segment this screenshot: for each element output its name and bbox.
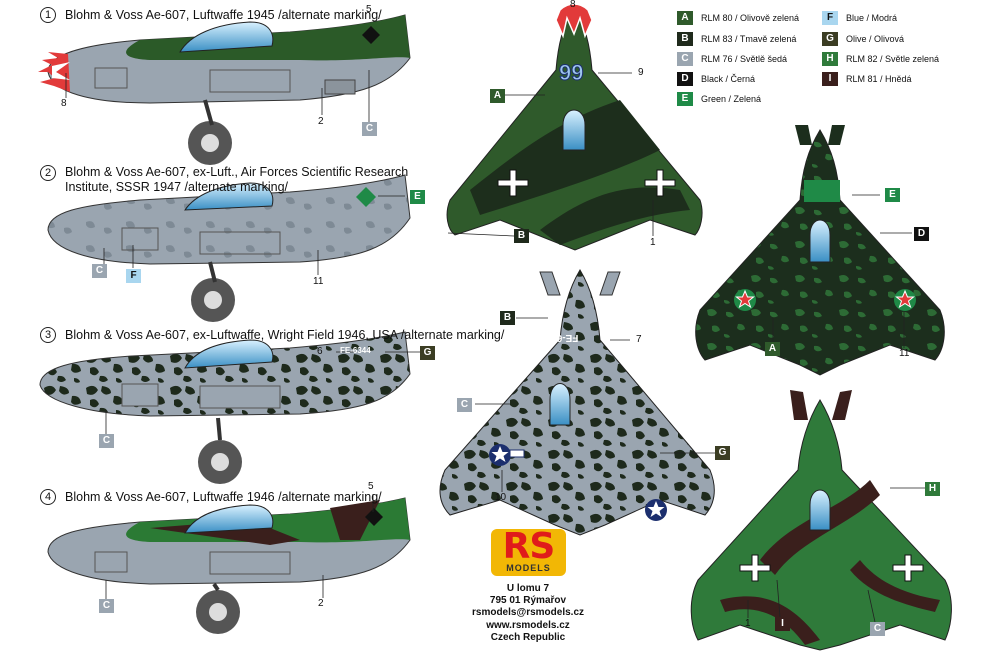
profile-1-number: 1 [40, 7, 56, 23]
callout-5-profile-1: 5 [366, 4, 372, 15]
legend-swatch-c: C [677, 52, 693, 66]
top-view-usa-1946 [439, 269, 715, 536]
callout-5-profile-4: 5 [368, 481, 374, 492]
tag-h-top-4: H [925, 482, 940, 496]
callout-11-top-2: 11 [899, 348, 910, 359]
address-email: rsmodels@rsmodels.cz [471, 607, 585, 619]
profile-2-title: 2 Blohm & Voss Ae-607, ex-Luft., Air For… [40, 165, 440, 195]
callout-8-top-1: 8 [570, 0, 576, 10]
profile-4-title: 4 Blohm & Voss Ae-607, Luftwaffe 1946 /a… [40, 489, 382, 505]
tag-c-profile-3: C [99, 434, 114, 448]
profile-3-title-text: Blohm & Voss Ae-607, ex-Luftwaffe, Wrigh… [65, 328, 505, 342]
rs-models-logo: RS MODELS [491, 526, 566, 576]
profile-3-title: 3 Blohm & Voss Ae-607, ex-Luftwaffe, Wri… [40, 327, 504, 343]
legend-label-b: RLM 83 / Tmavě zelená [701, 34, 797, 44]
legend-label-a: RLM 80 / Olivově zelená [701, 13, 800, 23]
top-view-sssr-1947 [695, 125, 945, 376]
logo-sub-text: MODELS [506, 563, 551, 573]
legend-swatch-h: H [822, 52, 838, 66]
tag-d-top-2: D [914, 227, 929, 241]
legend-label-g: Olive / Olivová [846, 34, 905, 44]
tag-c-profile-4: C [99, 599, 114, 613]
leader-lines [65, 70, 925, 623]
callout-10-top-3: 10 [495, 492, 507, 503]
address-street: U lomu 7 [506, 583, 550, 594]
tag-g-profile-3: G [420, 346, 435, 360]
tag-i-top-4: I [775, 617, 790, 631]
legend-swatch-d: D [677, 72, 693, 86]
profile-1-side-view [38, 14, 411, 165]
address-website: www.rsmodels.cz [486, 619, 570, 631]
legend-item-f: F Blue / Modrá [822, 11, 897, 25]
tag-a-top-1: A [490, 89, 505, 103]
legend-swatch-b: B [677, 32, 693, 46]
legend-item-d: D Black / Černá [677, 72, 755, 86]
serial-profile-3: FE-6344 [340, 346, 371, 355]
tag-a-top-2: A [765, 342, 780, 356]
callout-9-top-1: 9 [638, 67, 644, 78]
profile-4-side-view [47, 497, 411, 634]
legend-label-d: Black / Černá [701, 74, 756, 84]
logo-main-text: RS [502, 526, 556, 567]
tag-c-profile-1: C [362, 122, 377, 136]
legend-label-c: RLM 76 / Světlě šedá [701, 54, 788, 64]
callout-1-top-4: 1 [745, 618, 751, 629]
legend-swatch-a: A [677, 11, 693, 25]
address-city: 795 01 Rýmařov [489, 595, 567, 607]
legend-item-e: E Green / Zelená [677, 92, 761, 106]
callout-2-profile-4: 2 [318, 598, 324, 609]
profile-3-side-view [39, 331, 411, 484]
callout-2-profile-1: 2 [318, 116, 324, 127]
legend-swatch-f: F [822, 11, 838, 25]
legend-item-c: C RLM 76 / Světlě šedá [677, 52, 787, 66]
profile-4-title-text: Blohm & Voss Ae-607, Luftwaffe 1946 /alt… [65, 490, 382, 504]
legend-swatch-e: E [677, 92, 693, 106]
tag-c-top-4: C [870, 622, 885, 636]
tag-b-top-3: B [500, 311, 515, 325]
callout-6-profile-3: 6 [317, 346, 323, 357]
company-address: U lomu 7 795 01 Rýmařov rsmodels@rsmodel… [460, 583, 596, 644]
legend-swatch-i: I [822, 72, 838, 86]
tag-g-top-3: G [715, 446, 730, 460]
address-country: Czech Republic [490, 631, 566, 643]
legend-item-h: H RLM 82 / Světle zelená [822, 52, 939, 66]
legend-label-i: RLM 81 / Hnědá [846, 74, 912, 84]
profile-3-number: 3 [40, 327, 56, 343]
profile-1-title-text: Blohm & Voss Ae-607, Luftwaffe 1945 /alt… [65, 8, 382, 22]
legend-item-a: A RLM 80 / Olivově zelená [677, 11, 799, 25]
tag-e-profile-2: E [410, 190, 425, 204]
tag-f-profile-2: F [126, 269, 141, 283]
top-view-luftwaffe-1946 [690, 390, 952, 651]
tag-c-profile-2: C [92, 264, 107, 278]
legend-item-g: G Olive / Olivová [822, 32, 904, 46]
legend-swatch-g: G [822, 32, 838, 46]
legend-item-i: I RLM 81 / Hnědá [822, 72, 912, 86]
serial-top-3: FE-6344 [540, 332, 579, 343]
legend-label-h: RLM 82 / Světle zelená [846, 54, 940, 64]
profile-2-side-view [47, 174, 411, 322]
tag-b-top-1: B [514, 229, 529, 243]
profile-4-number: 4 [40, 489, 56, 505]
tag-e-top-2: E [885, 188, 900, 202]
profile-2-number: 2 [40, 165, 56, 181]
top-view-luftwaffe-1945 [446, 3, 703, 251]
profile-1-title: 1 Blohm & Voss Ae-607, Luftwaffe 1945 /a… [40, 7, 382, 23]
tag-c-top-3: C [457, 398, 472, 412]
callout-8-profile-1: 8 [61, 98, 67, 109]
callout-1-top-1: 1 [650, 237, 656, 248]
profile-2-title-text: Blohm & Voss Ae-607, ex-Luft., Air Force… [65, 165, 409, 194]
legend-item-b: B RLM 83 / Tmavě zelená [677, 32, 796, 46]
tail-code-99: 99 [558, 60, 584, 86]
callout-11-profile-2: 11 [313, 276, 324, 287]
legend-label-f: Blue / Modrá [846, 13, 898, 23]
callout-7-top-3: 7 [636, 334, 642, 345]
legend-label-e: Green / Zelená [701, 94, 762, 104]
